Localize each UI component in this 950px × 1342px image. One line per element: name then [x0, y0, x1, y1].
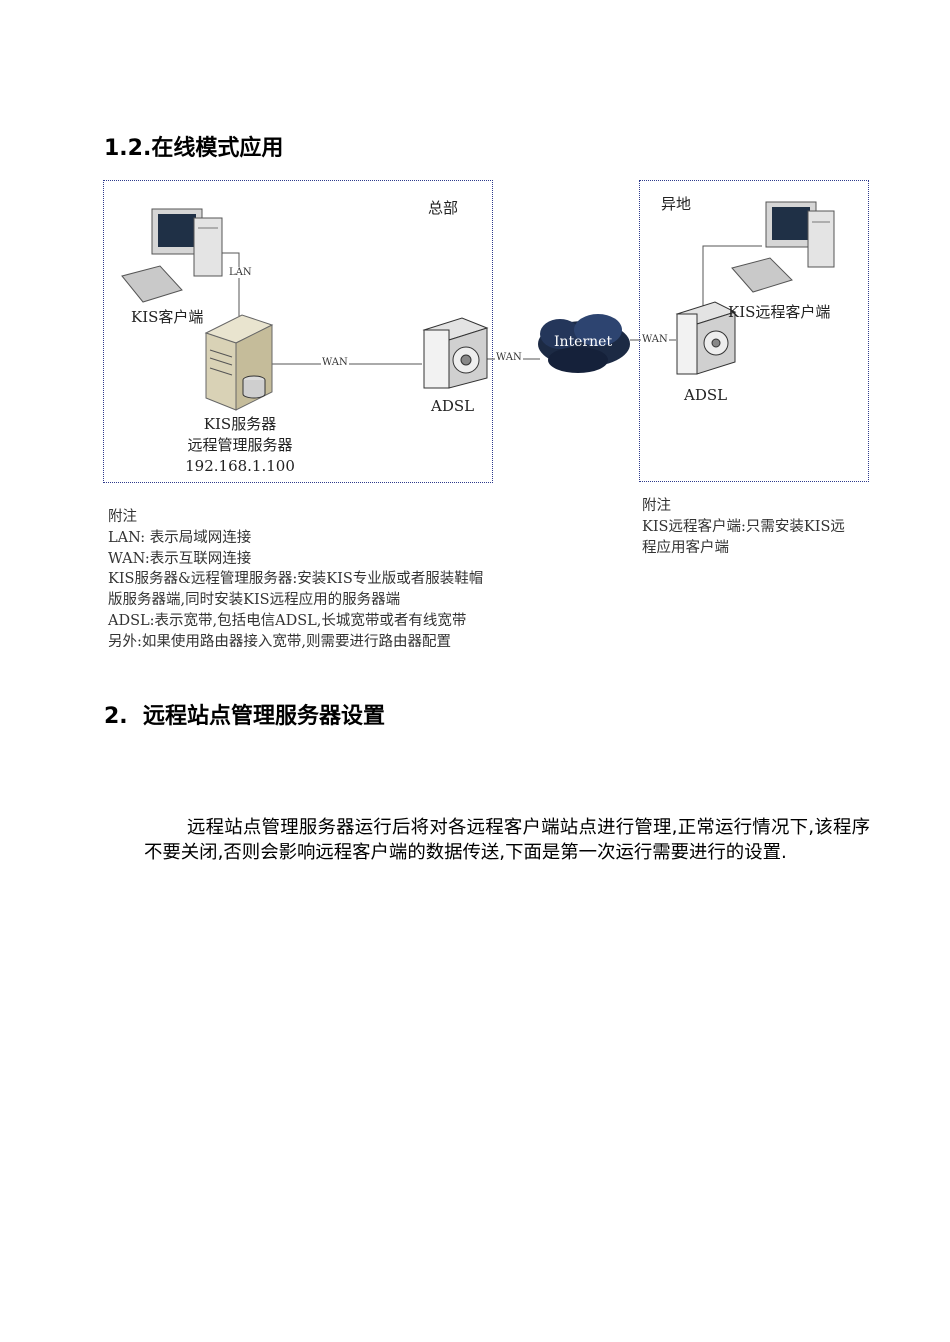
server-label: KIS服务器 远程管理服务器 192.168.1.100: [170, 414, 310, 477]
note-line: WAN:表示互联网连接: [108, 549, 483, 570]
wan-label-hq: WAN: [321, 357, 349, 368]
note-line: 版服务器端,同时安装KIS远程应用的服务器端: [108, 590, 483, 611]
note-line: KIS远程客户端:只需安装KIS远: [642, 517, 845, 538]
notes-left: 附注 LAN: 表示局域网连接 WAN:表示互联网连接 KIS服务器&远程管理服…: [108, 507, 483, 653]
server-label-line: 192.168.1.100: [170, 456, 310, 477]
note-line: KIS服务器&远程管理服务器:安装KIS专业版或者服装鞋帽: [108, 569, 483, 590]
server-label-line: KIS服务器: [170, 414, 310, 435]
hq-client-label: KIS客户端: [131, 306, 203, 327]
remote-client-label: KIS远程客户端: [728, 301, 830, 322]
internet-label: Internet: [554, 334, 612, 350]
section-heading-2: 2. 远程站点管理服务器设置: [104, 698, 385, 730]
remote-client-computer-icon: [732, 202, 834, 292]
note-line: 附注: [108, 507, 483, 528]
note-line: ADSL:表示宽带,包括电信ADSL,长城宽带或者有线宽带: [108, 611, 483, 632]
lan-label: LAN: [228, 267, 253, 278]
kis-server-icon: [206, 315, 272, 410]
note-line: LAN: 表示局域网连接: [108, 528, 483, 549]
remote-adsl-label: ADSL: [684, 386, 727, 404]
remote-title: 异地: [661, 193, 691, 214]
hq-title: 总部: [428, 197, 458, 218]
wan-label-internet: WAN: [495, 352, 523, 363]
body-paragraph: 远程站点管理服务器运行后将对各远程客户端站点进行管理,正常运行情况下,该程序不要…: [144, 815, 870, 865]
remote-adsl-modem-icon: [677, 302, 735, 374]
note-line: 附注: [642, 496, 845, 517]
note-line: 程应用客户端: [642, 538, 845, 559]
hq-adsl-modem-icon: [424, 318, 487, 388]
notes-right: 附注 KIS远程客户端:只需安装KIS远 程应用客户端: [642, 496, 845, 558]
hq-adsl-label: ADSL: [431, 397, 474, 415]
server-label-line: 远程管理服务器: [170, 435, 310, 456]
wan-label-remote: WAN: [641, 334, 669, 345]
hq-client-computer-icon: [122, 209, 222, 302]
note-line: 另外:如果使用路由器接入宽带,则需要进行路由器配置: [108, 632, 483, 653]
